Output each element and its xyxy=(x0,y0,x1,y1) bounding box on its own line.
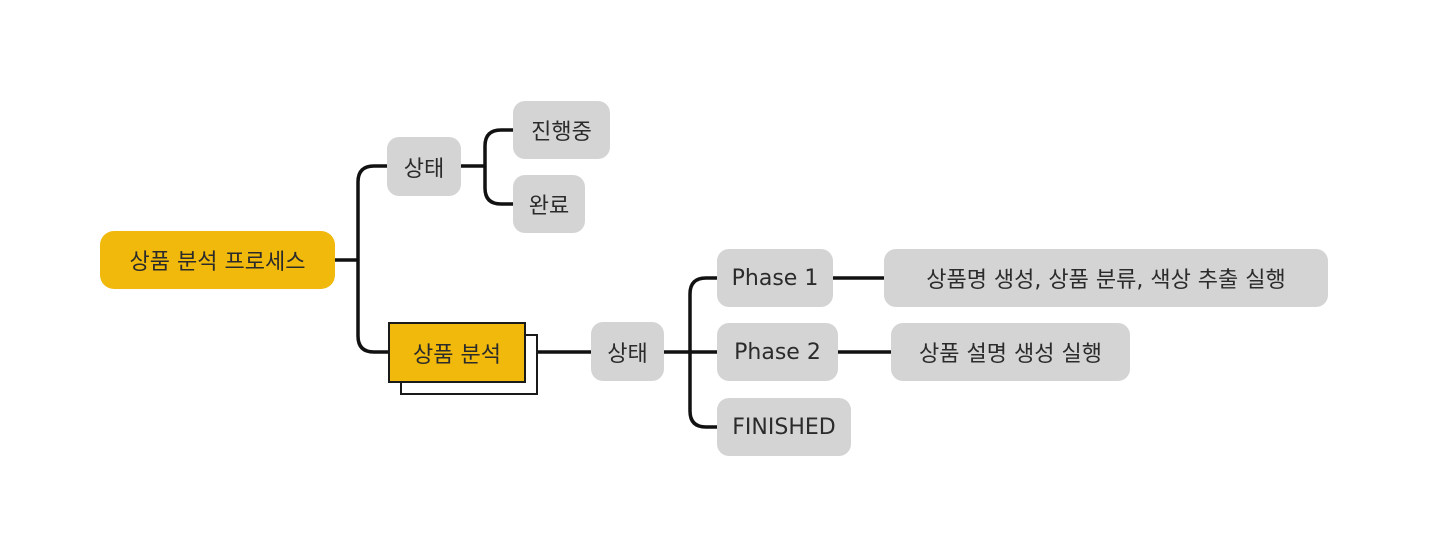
root-node[interactable]: 상품 분석 프로세스 xyxy=(100,231,335,289)
link-root-analysis xyxy=(356,260,388,354)
phase-2-detail-label: 상품 설명 생성 실행 xyxy=(919,342,1102,367)
link-finished xyxy=(688,352,717,429)
analysis-status-node[interactable]: 상태 xyxy=(591,322,664,381)
phase-2-node[interactable]: Phase 2 xyxy=(717,323,838,381)
phase-1-detail-node[interactable]: 상품명 생성, 상품 분류, 색상 추출 실행 xyxy=(884,249,1328,307)
analysis-node-label: 상품 분석 xyxy=(413,342,501,368)
phase-1-detail-label: 상품명 생성, 상품 분류, 색상 추출 실행 xyxy=(926,268,1286,293)
phase-1-node-label: Phase 1 xyxy=(731,265,819,291)
phase-2-node-label: Phase 2 xyxy=(734,339,821,365)
done-node-label: 완료 xyxy=(528,194,570,219)
phase-2-detail-node[interactable]: 상품 설명 생성 실행 xyxy=(891,323,1130,381)
finished-node-label: FINISHED xyxy=(732,414,836,440)
root-node-label: 상품 분석 프로세스 xyxy=(129,250,306,275)
done-node[interactable]: 완료 xyxy=(513,175,585,233)
link-root-status xyxy=(356,164,387,260)
in-progress-node-label: 진행중 xyxy=(531,120,592,145)
link-status-inprogress xyxy=(483,128,513,166)
link-phase1 xyxy=(688,276,717,352)
status-node-label: 상태 xyxy=(403,156,445,182)
phase-1-node[interactable]: Phase 1 xyxy=(717,249,833,307)
status-node[interactable]: 상태 xyxy=(387,137,461,196)
finished-node[interactable]: FINISHED xyxy=(717,398,851,456)
analysis-node[interactable]: 상품 분석 xyxy=(388,322,526,383)
analysis-status-node-label: 상태 xyxy=(607,341,648,367)
link-status-done xyxy=(483,166,513,206)
in-progress-node[interactable]: 진행중 xyxy=(513,101,610,159)
